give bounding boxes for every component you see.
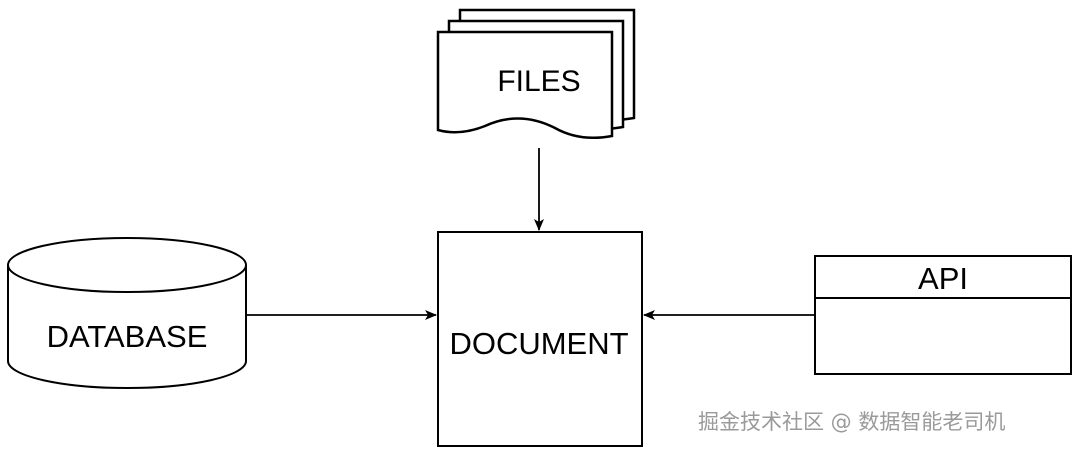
api-node[interactable]: API <box>814 255 1072 375</box>
document-box <box>437 231 643 447</box>
database-body <box>7 265 247 389</box>
database-node[interactable]: DATABASE <box>7 237 247 389</box>
files-front-sheet <box>436 30 614 139</box>
document-node[interactable]: DOCUMENT <box>437 231 643 447</box>
files-label: FILES <box>497 65 580 98</box>
document-label: DOCUMENT <box>449 326 628 361</box>
api-label: API <box>918 261 968 296</box>
files-node[interactable]: FILES <box>436 8 636 139</box>
database-top <box>7 237 247 293</box>
database-label: DATABASE <box>47 319 208 354</box>
watermark-text: 掘金技术社区 @ 数据智能老司机 <box>698 410 1006 434</box>
